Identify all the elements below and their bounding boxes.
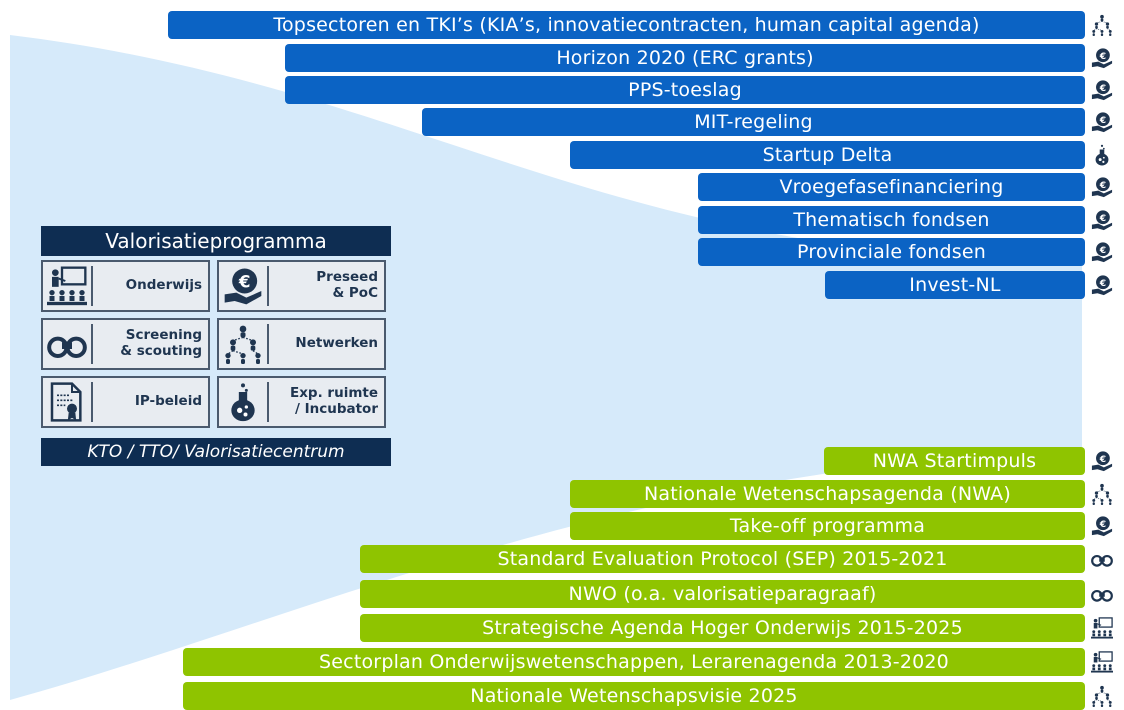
top-bar-thematisch-fondsen: Thematisch fondsen: [698, 206, 1085, 234]
binoculars-icon: [1089, 546, 1115, 572]
euro-hand-icon: €: [1089, 77, 1115, 103]
tile-divider: [267, 382, 269, 422]
binoculars-icon: [47, 324, 89, 364]
flask-icon: [1089, 142, 1115, 168]
bottom-bar-take-off-programma: Take-off programma: [570, 512, 1085, 540]
valorisation-programme-box: Valorisatieprogramma Onderwijs € Preseed &…: [41, 226, 391, 466]
euro-hand-icon: €: [1089, 239, 1115, 265]
bottom-bar-nationale-wetenschapsagenda-nwa: Nationale Wetenschapsagenda (NWA): [570, 480, 1085, 508]
tile-label: Screening & scouting: [120, 327, 202, 359]
top-bar-horizon-2020-erc-grants: Horizon 2020 (ERC grants): [285, 44, 1085, 72]
top-bar-topsectoren-en-tki-s-kia-s-innovatiecont: Topsectoren en TKI’s (KIA’s, innovatieco…: [168, 11, 1085, 39]
funnel-shape: [10, 35, 1082, 700]
tile-label: Preseed & PoC: [316, 269, 378, 301]
network-icon: [1089, 481, 1115, 507]
bottom-bar-standard-evaluation-protocol-sep-2015-20: Standard Evaluation Protocol (SEP) 2015-…: [360, 545, 1085, 573]
bottom-bar-sectorplan-onderwijswetenschappen-lerare: Sectorplan Onderwijswetenschappen, Lerar…: [183, 648, 1085, 676]
flask-icon: [223, 382, 265, 422]
svg-text:€: €: [1099, 51, 1106, 62]
bottom-bar-strategische-agenda-hoger-onderwijs-2015: Strategische Agenda Hoger Onderwijs 2015…: [360, 614, 1085, 642]
svg-text:€: €: [1099, 519, 1106, 530]
certificate-icon: [47, 382, 89, 422]
tile-divider: [91, 324, 93, 364]
svg-text:€: €: [1099, 213, 1106, 224]
tile-label: Exp. ruimte / Incubator: [290, 385, 378, 417]
bottom-bar-nwo-o-a-valorisatieparagraaf: NWO (o.a. valorisatieparagraaf): [360, 580, 1085, 608]
tile-onderwijs: Onderwijs: [41, 260, 210, 312]
network-icon: [223, 324, 265, 364]
svg-text:€: €: [1099, 454, 1106, 465]
binoculars-icon: [1089, 581, 1115, 607]
svg-text:€: €: [238, 273, 251, 292]
svg-text:€: €: [1099, 115, 1106, 126]
tile-ip-beleid: IP-beleid: [41, 376, 210, 428]
programme-footer: KTO / TTO/ Valorisatiecentrum: [41, 438, 391, 466]
teacher-icon: [47, 266, 89, 306]
tile-divider: [267, 266, 269, 306]
top-bar-pps-toeslag: PPS-toeslag: [285, 76, 1085, 104]
network-icon: [1089, 12, 1115, 38]
euro-hand-icon: €: [1089, 207, 1115, 233]
teacher-icon: [1089, 615, 1115, 641]
tile-netwerken: Netwerken: [217, 318, 386, 370]
top-bar-invest-nl: Invest-NL: [825, 271, 1085, 299]
tile-screening-scouting: Screening & scouting: [41, 318, 210, 370]
top-bar-vroegefasefinanciering: Vroegefasefinanciering: [698, 173, 1085, 201]
euro-hand-icon: €: [1089, 272, 1115, 298]
svg-text:€: €: [1099, 278, 1106, 289]
tile-exp-ruimte-incubator: Exp. ruimte / Incubator: [217, 376, 386, 428]
svg-text:€: €: [1099, 180, 1106, 191]
teacher-icon: [1089, 649, 1115, 675]
tile-label: Netwerken: [295, 335, 378, 352]
euro-hand-icon: €: [1089, 174, 1115, 200]
tile-divider: [91, 266, 93, 306]
tile-label: Onderwijs: [125, 277, 202, 294]
svg-text:€: €: [1099, 245, 1106, 256]
programme-title: Valorisatieprogramma: [41, 226, 391, 256]
network-icon: [1089, 683, 1115, 709]
top-bar-mit-regeling: MIT-regeling: [422, 108, 1085, 136]
top-bar-startup-delta: Startup Delta: [570, 141, 1085, 169]
top-bar-provinciale-fondsen: Provinciale fondsen: [698, 238, 1085, 266]
bottom-bar-nwa-startimpuls: NWA Startimpuls: [824, 447, 1085, 475]
svg-text:€: €: [1099, 83, 1106, 94]
tile-divider: [267, 324, 269, 364]
euro-hand-icon: €: [223, 266, 265, 306]
euro-hand-icon: €: [1089, 513, 1115, 539]
tile-preseed-poc: € Preseed & PoC: [217, 260, 386, 312]
euro-hand-icon: €: [1089, 448, 1115, 474]
tile-divider: [91, 382, 93, 422]
tile-label: IP-beleid: [134, 393, 202, 410]
euro-hand-icon: €: [1089, 45, 1115, 71]
euro-hand-icon: €: [1089, 109, 1115, 135]
bottom-bar-nationale-wetenschapsvisie-2025: Nationale Wetenschapsvisie 2025: [183, 682, 1085, 710]
